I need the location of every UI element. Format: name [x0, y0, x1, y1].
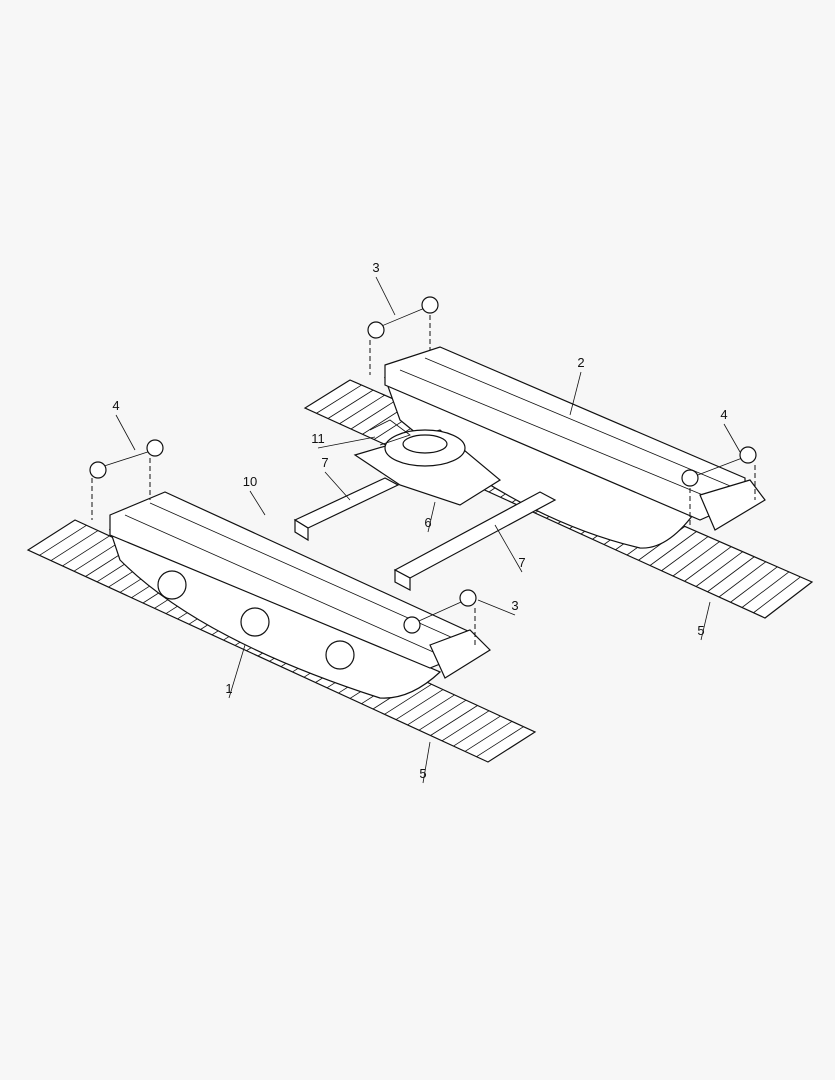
track-shoe [73, 540, 122, 572]
callout-label: 4 [112, 398, 119, 413]
callout-leader [477, 599, 516, 616]
track-shoe [684, 546, 732, 582]
cross-beam-front [393, 491, 557, 591]
track-shoe [50, 530, 99, 561]
callout-label: 4 [720, 407, 727, 422]
callout-label: 3 [372, 260, 379, 275]
callout-label: 2 [577, 355, 584, 370]
callout-leader [228, 644, 246, 699]
track-shoe [316, 384, 362, 414]
callout-label: 10 [243, 474, 257, 489]
callout-label: 6 [424, 515, 431, 530]
track-shoe [649, 531, 697, 566]
callout-label: 7 [321, 455, 328, 470]
track-shoe [661, 536, 709, 572]
track-shoe [339, 394, 385, 425]
callout-leader [249, 490, 266, 516]
callout-leader [427, 501, 436, 533]
callout-leader [115, 414, 136, 451]
track-shoe [384, 683, 432, 715]
track-shoe [672, 541, 720, 577]
track-frame-right [383, 346, 766, 549]
track-shoe [707, 556, 755, 593]
track-shoe [441, 710, 490, 742]
cross-beam-rear [293, 477, 400, 542]
track-shoe [753, 576, 801, 614]
track-shoe [395, 689, 444, 720]
track-shoe [418, 699, 467, 731]
idler-assembly-top [367, 296, 439, 375]
callout-label: 7 [518, 555, 525, 570]
callout-label: 3 [511, 598, 518, 613]
sprocket-assembly-rear-left [89, 439, 164, 520]
callout-label: 5 [419, 766, 426, 781]
track-frame-left [109, 491, 491, 699]
callout-leader [723, 423, 741, 453]
callout-leader [324, 471, 351, 501]
track-shoe [39, 524, 87, 556]
callout-label: 11 [311, 431, 325, 446]
track-shoe [350, 399, 397, 430]
track-shoe [453, 715, 501, 747]
carbody-turntable [353, 419, 502, 506]
track-shoe [476, 726, 524, 758]
callout-leader [375, 276, 396, 316]
sprocket-assembly-right [681, 446, 757, 525]
callout-leader [494, 524, 523, 573]
idler-assembly-front [403, 589, 477, 645]
callout-label: 5 [697, 623, 704, 638]
track-shoe [327, 389, 374, 419]
callout-label: 1 [225, 681, 232, 696]
track-shoe [695, 551, 743, 587]
track-shoe [464, 721, 513, 752]
callout-leader [700, 601, 711, 641]
track-shoe [741, 571, 790, 608]
track-shoe [730, 566, 778, 603]
track-shoe [62, 535, 110, 567]
track-shoe [718, 561, 767, 598]
track-shoe [407, 694, 455, 726]
callout-leader [422, 741, 431, 784]
callout-leader [317, 436, 376, 449]
callout-leader [569, 371, 582, 416]
track-shoe [430, 705, 478, 736]
